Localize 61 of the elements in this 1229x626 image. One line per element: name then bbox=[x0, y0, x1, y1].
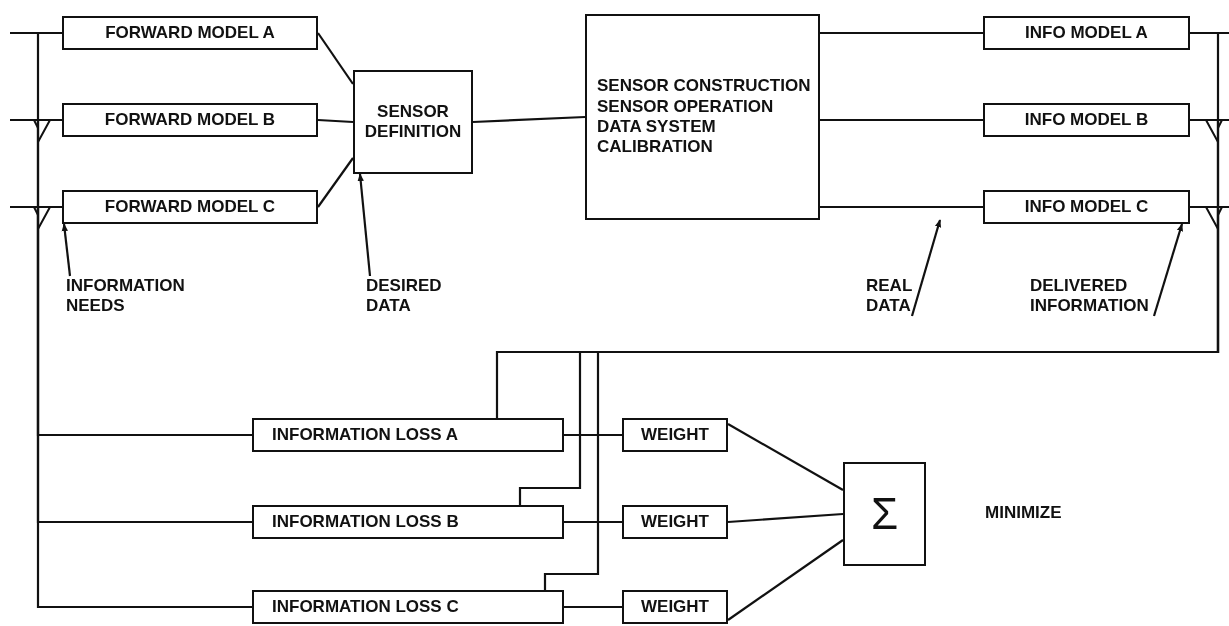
connector-line bbox=[820, 205, 983, 209]
connector-line bbox=[317, 32, 354, 85]
connector-line bbox=[564, 433, 622, 437]
process-box bbox=[622, 590, 728, 624]
connector-line bbox=[472, 115, 586, 124]
box-label: WEIGHT bbox=[641, 596, 709, 618]
process-box bbox=[62, 16, 318, 50]
box-label: FORWARD MODEL A bbox=[105, 22, 275, 44]
box-label: INFORMATION LOSS A bbox=[272, 424, 459, 446]
process-box bbox=[622, 505, 728, 539]
annotation-text: REAL DATA bbox=[866, 276, 912, 317]
annotation-text: DESIRED DATA bbox=[366, 276, 442, 317]
leader-line bbox=[61, 223, 72, 277]
box-label: INFO MODEL C bbox=[1024, 196, 1149, 218]
box-label: FORWARD MODEL C bbox=[104, 196, 276, 218]
connector-line bbox=[727, 539, 844, 621]
box-label: SENSOR CONSTRUCTION bbox=[597, 76, 811, 97]
connector-line bbox=[317, 118, 354, 124]
connector-line bbox=[727, 423, 844, 491]
connector-line bbox=[564, 520, 622, 524]
connector-line bbox=[543, 205, 1220, 590]
connector-line bbox=[317, 157, 354, 208]
leader-line bbox=[357, 173, 372, 277]
box-label: SENSOR OPERATION bbox=[597, 96, 774, 117]
process-box bbox=[983, 103, 1190, 137]
process-box bbox=[353, 70, 473, 174]
process-box bbox=[983, 16, 1190, 50]
box-label: WEIGHT bbox=[641, 424, 709, 446]
connector-line bbox=[727, 512, 844, 524]
box-label: WEIGHT bbox=[641, 511, 709, 533]
connector-line bbox=[36, 31, 252, 437]
connector-line bbox=[564, 605, 622, 609]
process-box bbox=[585, 14, 820, 220]
box-label: INFORMATION LOSS B bbox=[272, 511, 459, 533]
leader-line bbox=[1152, 223, 1184, 317]
process-box bbox=[252, 505, 564, 539]
box-label: DATA SYSTEM bbox=[597, 117, 716, 138]
process-box bbox=[622, 418, 728, 452]
annotation-text: INFORMATION NEEDS bbox=[66, 276, 185, 317]
connector-line bbox=[820, 31, 983, 35]
box-label: FORWARD MODEL B bbox=[104, 109, 276, 131]
connector-line bbox=[36, 118, 252, 524]
annotation-text: MINIMIZE bbox=[985, 503, 1062, 523]
connector-line bbox=[518, 118, 1220, 505]
box-label: INFO MODEL B bbox=[1024, 109, 1149, 131]
process-box bbox=[983, 190, 1190, 224]
box-label: CALIBRATION bbox=[597, 137, 713, 158]
box-label: INFO MODEL A bbox=[1025, 22, 1148, 44]
summation-box bbox=[843, 462, 926, 566]
box-label: SENSOR DEFINITION bbox=[363, 101, 463, 143]
leader-line bbox=[910, 219, 942, 317]
process-box bbox=[252, 418, 564, 452]
process-box bbox=[252, 590, 564, 624]
sigma-symbol: Σ bbox=[870, 487, 899, 540]
annotation-text: DELIVERED INFORMATION bbox=[1030, 276, 1150, 317]
connector-line bbox=[495, 31, 1220, 418]
box-label: INFORMATION LOSS C bbox=[272, 596, 459, 618]
connector-line bbox=[36, 205, 252, 609]
process-box bbox=[62, 190, 318, 224]
connector-line bbox=[820, 118, 983, 122]
process-box bbox=[62, 103, 318, 137]
